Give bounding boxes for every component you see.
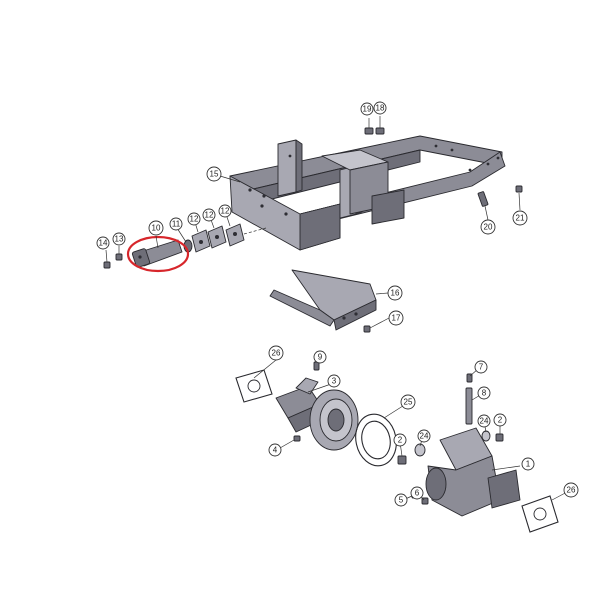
svg-text:17: 17 — [392, 314, 401, 323]
callout-21: 21 — [512, 210, 528, 226]
svg-text:18: 18 — [376, 104, 385, 113]
callout-12: 12 — [218, 204, 232, 218]
svg-text:12: 12 — [221, 207, 230, 216]
callout-7: 7 — [474, 360, 488, 374]
right-housing — [397, 373, 559, 533]
callout-13: 13 — [112, 232, 126, 246]
pin-assembly — [103, 223, 267, 273]
svg-text:26: 26 — [272, 349, 281, 358]
callout-20: 20 — [480, 219, 496, 235]
svg-text:1: 1 — [526, 460, 531, 469]
callout-14: 14 — [96, 236, 110, 250]
frame-assembly — [229, 135, 506, 251]
callout-5: 5 — [394, 493, 408, 507]
callout-19: 19 — [360, 102, 374, 116]
callout-12: 12 — [202, 208, 216, 222]
highlight-ring — [126, 235, 190, 273]
callout-9: 9 — [313, 350, 327, 364]
svg-text:2: 2 — [498, 416, 503, 425]
svg-text:24: 24 — [480, 417, 489, 426]
svg-text:20: 20 — [484, 223, 493, 232]
svg-text:15: 15 — [210, 170, 219, 179]
svg-text:12: 12 — [205, 211, 214, 220]
svg-text:14: 14 — [99, 239, 108, 248]
callout-11: 11 — [169, 217, 183, 231]
svg-text:4: 4 — [273, 446, 278, 455]
callout-24: 24 — [417, 429, 431, 443]
left-housing — [235, 357, 359, 451]
svg-text:6: 6 — [415, 489, 420, 498]
callout-3: 3 — [327, 374, 341, 388]
svg-text:26: 26 — [567, 486, 576, 495]
svg-text:2: 2 — [398, 436, 403, 445]
svg-text:11: 11 — [172, 220, 181, 229]
callout-26: 26 — [268, 345, 284, 361]
callout-15: 15 — [206, 166, 222, 182]
callout-4: 4 — [268, 443, 282, 457]
svg-text:21: 21 — [516, 214, 525, 223]
svg-text:9: 9 — [318, 353, 323, 362]
callout-26: 26 — [563, 482, 579, 498]
center-gasket — [355, 413, 397, 467]
rear-bolts — [477, 185, 523, 221]
svg-text:24: 24 — [420, 432, 429, 441]
callout-17: 17 — [388, 310, 404, 326]
callout-8: 8 — [477, 386, 491, 400]
callout-6: 6 — [410, 486, 424, 500]
svg-text:12: 12 — [190, 215, 199, 224]
callout-1: 1 — [521, 457, 535, 471]
callout-16: 16 — [387, 285, 403, 301]
callout-2: 2 — [493, 413, 507, 427]
leader-lines — [155, 175, 570, 501]
svg-text:7: 7 — [479, 363, 484, 372]
top-nuts — [364, 116, 385, 135]
svg-text:25: 25 — [404, 398, 413, 407]
callout-18: 18 — [373, 101, 387, 115]
svg-text:16: 16 — [391, 289, 400, 298]
svg-text:8: 8 — [482, 389, 487, 398]
svg-text:3: 3 — [332, 377, 337, 386]
callout-12: 12 — [187, 212, 201, 226]
svg-text:19: 19 — [363, 105, 372, 114]
svg-text:5: 5 — [399, 496, 404, 505]
svg-text:13: 13 — [115, 235, 124, 244]
callout-25: 25 — [400, 394, 416, 410]
skid-plate — [269, 269, 390, 333]
svg-text:10: 10 — [152, 224, 161, 233]
callout-2: 2 — [393, 433, 407, 447]
callout-10: 10 — [148, 220, 164, 236]
callout-24: 24 — [477, 414, 491, 428]
